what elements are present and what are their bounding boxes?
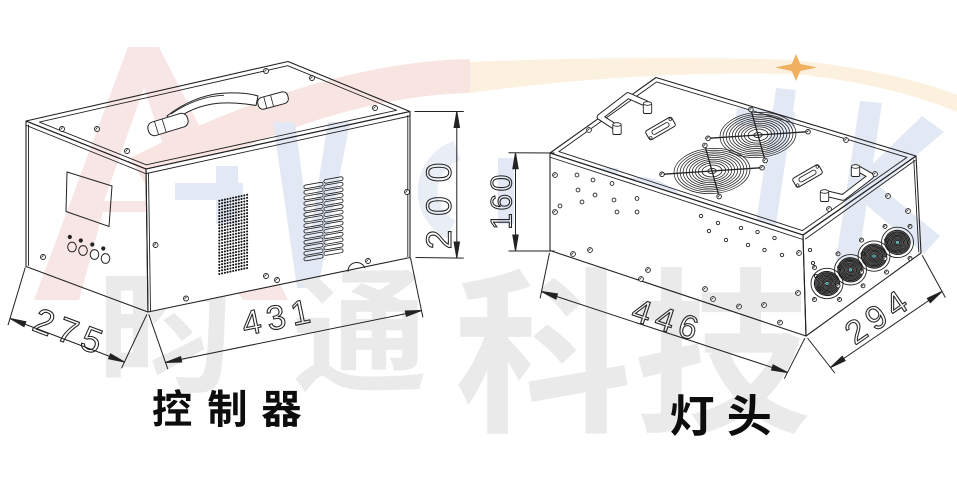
svg-text:160: 160 [486,172,519,230]
svg-text:200: 200 [420,149,459,249]
